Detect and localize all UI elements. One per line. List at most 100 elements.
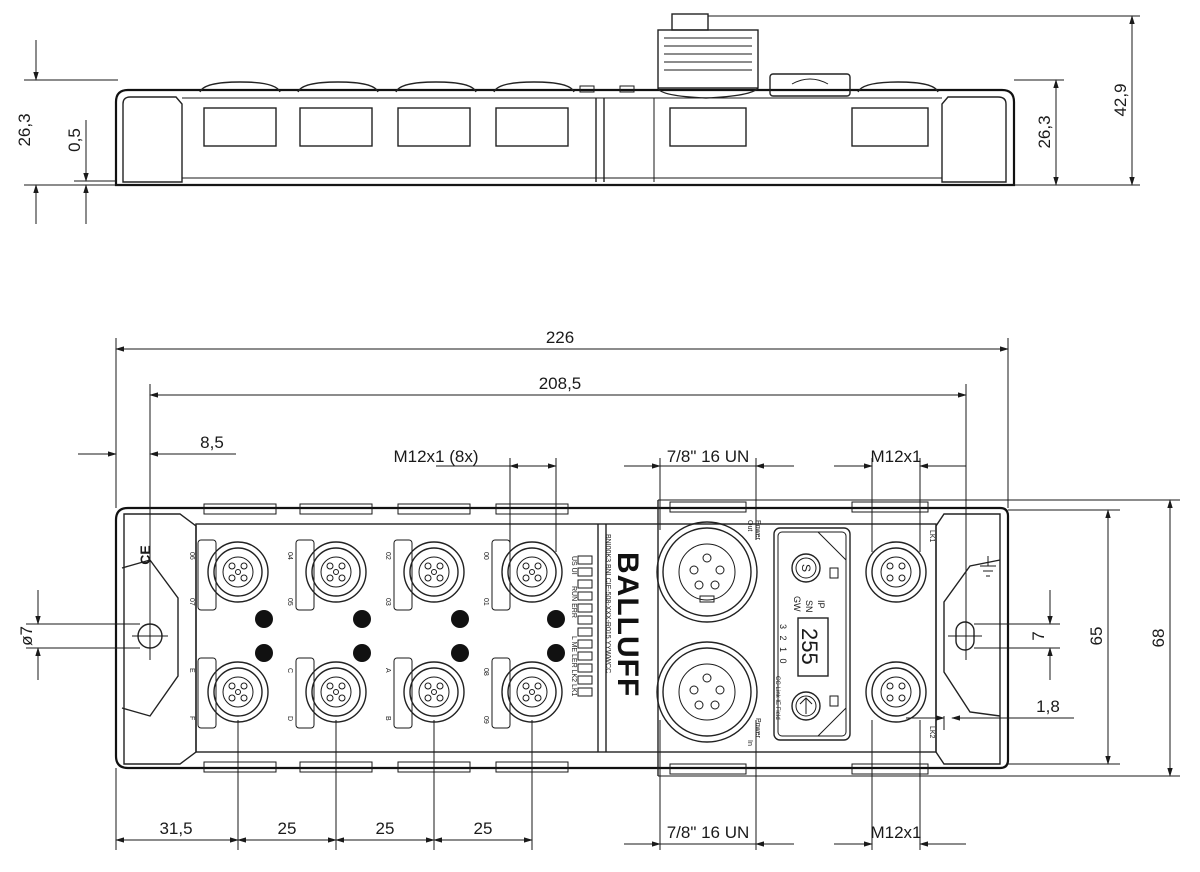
ground-icon [980, 556, 996, 577]
model-number: BNI00K3 BNI CIE-508-XXX-R015 YYWWCC [604, 534, 611, 673]
network-port-lk1 [865, 541, 927, 603]
power-in-label: Power [754, 718, 761, 739]
hole-spacing-label: 208,5 [539, 374, 582, 393]
control-panel: S IP SN GW 3 2 1 0 255 CC-Link IE Field [773, 527, 851, 741]
dim-edge-offset: 1,8 [906, 697, 1074, 730]
lk1-label: LK1 [928, 530, 935, 543]
port-label: 08 [482, 668, 489, 676]
dim-network-thread-top: M12x1 [834, 447, 966, 552]
ip-label: IP [816, 600, 826, 609]
port-label: D [286, 716, 293, 721]
gw-label: GW [792, 596, 802, 612]
power-thread-bottom-label: 7/8" 16 UN [667, 823, 750, 842]
width-outer-label: 68 [1149, 629, 1168, 648]
dim-left-height: 26,3 [15, 40, 118, 224]
set-button[interactable] [791, 691, 821, 721]
digit-row: 3 2 1 0 [778, 624, 788, 666]
m12-ports: 06 07 04 05 02 03 00 [188, 539, 563, 729]
dim-port-pitch: 31,5 25 25 25 [115, 720, 533, 850]
power-thread-top-label: 7/8" 16 UN [667, 447, 750, 466]
side-window [495, 107, 569, 147]
power-out-label-2: Out [746, 520, 753, 531]
side-window [203, 107, 277, 147]
port-m12: 00 01 [482, 539, 563, 611]
side-window [397, 107, 471, 147]
power-in-connector [656, 641, 758, 743]
side-endcap-right [941, 96, 1007, 183]
top-endcap-right [935, 513, 1001, 765]
led-indicator-column [577, 555, 593, 697]
overall-length-label: 226 [546, 328, 574, 347]
port-m12: 06 07 [188, 539, 269, 611]
ce-mark: CE [137, 545, 153, 564]
dim-total-height: 42,9 [708, 15, 1140, 186]
sn-label: SN [804, 600, 814, 613]
led-label-us: US UI [570, 556, 577, 575]
dim-port-thread: M12x1 (8x) [393, 447, 557, 552]
port-label: A [384, 668, 391, 673]
port-label: 00 [482, 552, 489, 560]
select-button-label: S [799, 564, 813, 572]
dim-overall-length: 226 [115, 328, 1009, 508]
arrow-up-icon [799, 697, 813, 714]
pitch-label: 25 [278, 819, 297, 838]
port-label: C [286, 668, 293, 673]
dim-left-offset: 0,5 [65, 120, 116, 224]
total-height-label: 42,9 [1111, 83, 1130, 116]
led-label-lk: L ME LER LK2 LK1 [570, 636, 577, 697]
display-value: 255 [797, 628, 822, 665]
dim-power-thread-bottom: 7/8" 16 UN [624, 720, 794, 850]
lk2-label: LK2 [928, 726, 935, 739]
dim-hole-size-right: 7 [974, 590, 1060, 680]
port-label: B [384, 716, 391, 721]
port-m12: A B [384, 657, 465, 729]
port-label: 01 [482, 598, 489, 606]
top-endcap-left [123, 513, 197, 765]
hole-diameter-label: ø7 [17, 626, 36, 646]
power-in-label-2: In [746, 740, 753, 746]
network-port-lk2 [865, 661, 927, 723]
network-thread-top-label: M12x1 [870, 447, 921, 466]
network-thread-bottom-label: M12x1 [870, 823, 921, 842]
lcd-display [797, 617, 829, 677]
mounting-hole-right [948, 621, 982, 651]
port-label: F [188, 716, 195, 720]
hole-size-right-label: 7 [1029, 631, 1048, 640]
top-housing [114, 506, 1010, 770]
port-label: 05 [286, 598, 293, 606]
left-offset-label: 0,5 [65, 128, 84, 152]
dim-right-height: 26,3 [1014, 79, 1140, 186]
side-window [299, 107, 373, 147]
select-button[interactable] [791, 553, 821, 583]
dim-power-thread-top: 7/8" 16 UN [624, 447, 794, 540]
side-view: 26,3 0,5 26,3 42,9 [15, 13, 1140, 224]
dim-width-inner: 65 [1008, 509, 1120, 765]
port-label: 03 [384, 598, 391, 606]
pitch-label: 25 [376, 819, 395, 838]
port-label: 06 [188, 552, 195, 560]
port-label: 04 [286, 552, 293, 560]
port-m12: 08 09 [482, 657, 563, 729]
port-label: E [188, 668, 195, 673]
edge-offset-label: 1,8 [1036, 697, 1060, 716]
led-label-run: RUN ERR [570, 586, 577, 618]
port-thread-label: M12x1 (8x) [393, 447, 478, 466]
dim-hole-diameter: ø7 [17, 590, 140, 680]
side-endcap-left [122, 96, 183, 183]
port-m12: 02 03 [384, 539, 465, 611]
port-label: 02 [384, 552, 391, 560]
hole-offset-label: 8,5 [200, 433, 224, 452]
side-power-connector [657, 13, 759, 99]
port-m12: C D [286, 657, 367, 729]
side-window [851, 107, 929, 147]
right-height-label: 26,3 [1035, 115, 1054, 148]
side-window [669, 107, 747, 147]
dim-width-outer: 68 [936, 499, 1180, 777]
cclink-logo: CC-Link IE Field [774, 676, 780, 720]
port-m12: 04 05 [286, 539, 367, 611]
side-housing [114, 88, 1016, 187]
top-view: CE 06 07 04 05 [17, 328, 1180, 850]
port-label: 07 [188, 598, 195, 606]
power-out-label: Power [754, 520, 761, 541]
